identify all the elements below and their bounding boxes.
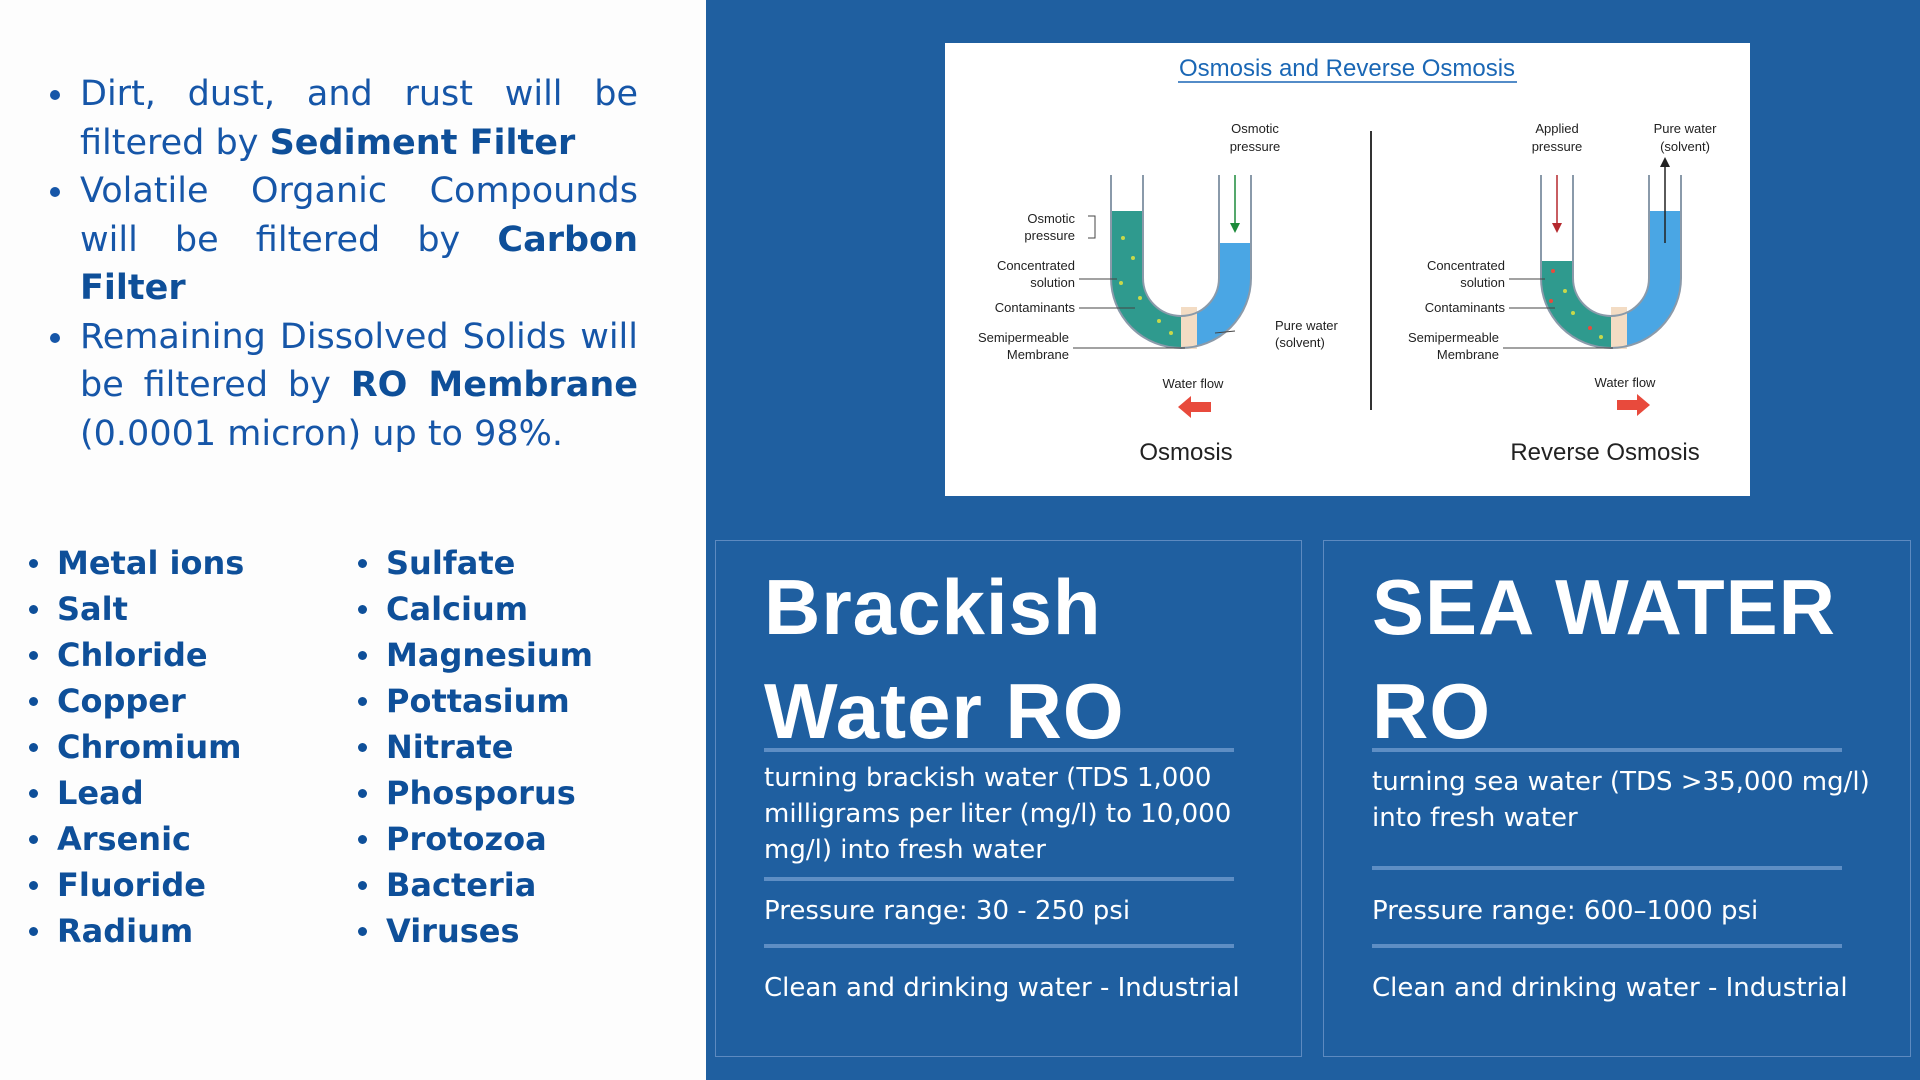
filter-name: Carbon Filter: [80, 219, 638, 309]
contaminant-list-col1: Metal ions Salt Chloride Copper Chromium…: [27, 540, 244, 954]
card-description: turning brackish water (TDS 1,000 millig…: [764, 763, 1232, 865]
label-pure-water-2: (solvent): [1275, 335, 1325, 350]
list-item: Salt: [27, 586, 244, 632]
list-item: Copper: [27, 678, 244, 724]
divider: [764, 944, 1234, 948]
label-concentrated: Concentrated: [997, 258, 1075, 273]
card-title: Brackish Water RO: [764, 563, 1125, 755]
list-item: Protozoa: [356, 816, 593, 862]
list-item: Calcium: [356, 586, 593, 632]
brackish-water-ro-card: Brackish Water RO turning brackish water…: [715, 540, 1302, 1057]
arrow-right-icon: [1617, 394, 1650, 416]
label-membrane-ro: Semipermeable: [1408, 330, 1499, 345]
list-item: Pottasium: [356, 678, 593, 724]
pressure-range: Pressure range: 30 - 250 psi: [764, 896, 1131, 926]
arrow-left-icon: [1178, 396, 1211, 418]
list-item: Bacteria: [356, 862, 593, 908]
label-contaminants: Contaminants: [995, 300, 1076, 315]
filter-item-sediment: Dirt, dust, and rust will be filtered by…: [50, 70, 638, 167]
sea-water-ro-card: SEA WATER RO turning sea water (TDS >35,…: [1323, 540, 1911, 1057]
divider: [764, 877, 1234, 881]
label-osmotic-pressure-top-2: pressure: [1230, 139, 1281, 154]
label-concentrated-ro-2: solution: [1460, 275, 1505, 290]
divider: [1372, 866, 1842, 870]
list-item: Lead: [27, 770, 244, 816]
label-osmotic-pressure-side: Osmotic: [1027, 211, 1075, 226]
caption-reverse-osmosis: Reverse Osmosis: [1510, 439, 1699, 466]
list-item: Phosporus: [356, 770, 593, 816]
filter-item-carbon: Volatile Organic Compounds will be filte…: [50, 167, 638, 313]
label-pure-water: Pure water: [1275, 318, 1339, 333]
label-concentrated-ro: Concentrated: [1427, 258, 1505, 273]
divider: [1372, 944, 1842, 948]
label-applied-pressure: Applied: [1535, 121, 1578, 136]
contaminant-list-col2: Sulfate Calcium Magnesium Pottasium Nitr…: [356, 540, 593, 954]
list-item: Metal ions: [27, 540, 244, 586]
label-water-flow-ro: Water flow: [1595, 375, 1657, 390]
list-item: Magnesium: [356, 632, 593, 678]
pressure-range: Pressure range: 600–1000 psi: [1372, 896, 1759, 926]
label-applied-pressure-2: pressure: [1532, 139, 1583, 154]
usage-text: Clean and drinking water - Industrial: [764, 973, 1240, 1003]
list-item: Nitrate: [356, 724, 593, 770]
diagram-title: Osmosis and Reverse Osmosis: [1179, 55, 1515, 82]
label-pure-water-ro: Pure water: [1654, 121, 1718, 136]
list-item: Chloride: [27, 632, 244, 678]
label-osmotic-pressure-top: Osmotic: [1231, 121, 1279, 136]
list-item: Fluoride: [27, 862, 244, 908]
filter-name: Sediment Filter: [269, 122, 576, 163]
filter-name: RO Membrane: [350, 365, 639, 405]
left-panel: Dirt, dust, and rust will be filtered by…: [0, 0, 706, 1080]
osmosis-tube: [1110, 175, 1252, 349]
label-membrane-2: Membrane: [1007, 347, 1069, 362]
label-concentrated-2: solution: [1030, 275, 1075, 290]
card-title: SEA WATER RO: [1372, 563, 1837, 755]
osmosis-diagram: Osmosis and Reverse Osmosis Osmotic pres…: [945, 43, 1750, 496]
usage-text: Clean and drinking water - Industrial: [1372, 973, 1848, 1003]
label-membrane: Semipermeable: [978, 330, 1069, 345]
divider: [1372, 748, 1842, 752]
label-membrane-ro-2: Membrane: [1437, 347, 1499, 362]
label-contaminants-ro: Contaminants: [1425, 300, 1506, 315]
list-item: Viruses: [356, 908, 593, 954]
label-pure-water-ro-2: (solvent): [1660, 139, 1710, 154]
filter-list: Dirt, dust, and rust will be filtered by…: [50, 70, 638, 458]
label-osmotic-pressure-side-2: pressure: [1024, 228, 1075, 243]
list-item: Radium: [27, 908, 244, 954]
caption-osmosis: Osmosis: [1139, 439, 1232, 466]
card-description: turning sea water (TDS >35,000 mg/l) int…: [1372, 767, 1870, 833]
list-item: Arsenic: [27, 816, 244, 862]
list-item: Sulfate: [356, 540, 593, 586]
list-item: Chromium: [27, 724, 244, 770]
reverse-osmosis-tube: [1540, 157, 1682, 349]
label-water-flow: Water flow: [1163, 376, 1225, 391]
filter-item-ro-membrane: Remaining Dissolved Solids will be filte…: [50, 313, 638, 459]
divider: [764, 748, 1234, 752]
